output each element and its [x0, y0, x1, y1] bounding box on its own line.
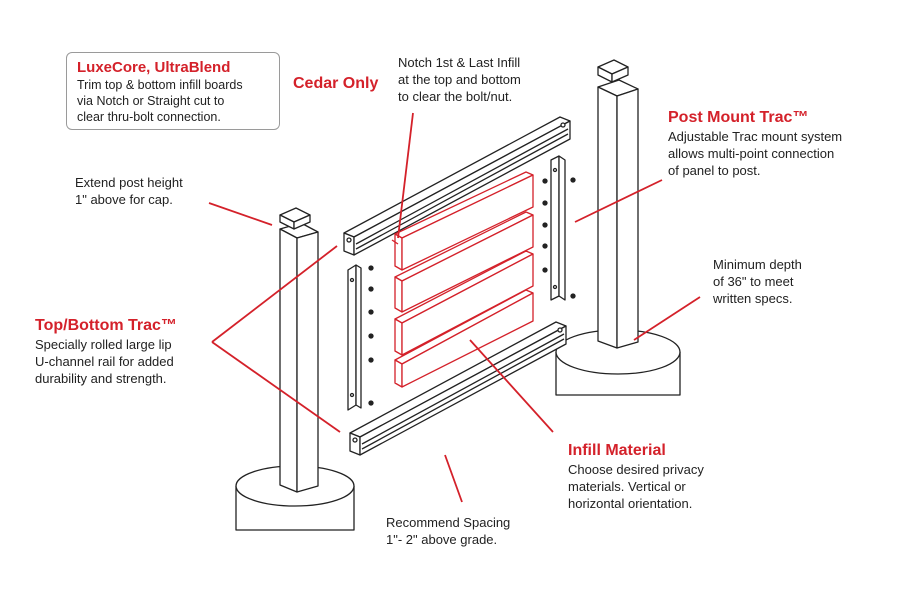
left-bolts [368, 265, 374, 406]
top-bottom-trac-title: Top/Bottom Trac™ [35, 317, 177, 334]
spacing-text: Recommend Spacing 1"- 2" above grade. [386, 515, 511, 547]
infill-board-2 [394, 211, 534, 313]
leader-bottom-trac [211, 341, 341, 433]
cedar-only-label: Cedar Only [293, 75, 379, 92]
right-bolts [542, 177, 576, 299]
notch-text: Notch 1st & Last Infill at the top and b… [398, 55, 521, 104]
infill-material-title: Infill Material [568, 442, 666, 459]
extend-post-text: Extend post height 1" above for cap. [75, 175, 183, 207]
right-post-trac [550, 155, 566, 301]
callout-title: LuxeCore, UltraBlend [77, 59, 231, 76]
post-mount-callout: Post Mount Trac™ Adjustable Trac mount s… [668, 109, 843, 178]
infill-board-4 [394, 289, 534, 388]
leader-lines [208, 112, 701, 503]
infill-board-3 [394, 250, 534, 356]
left-post-trac [347, 264, 362, 411]
leader-min-depth [633, 296, 701, 341]
top-trac-rail [343, 116, 571, 256]
callout-text: Trim top & bottom infill boards via Notc… [77, 78, 243, 124]
infill-board-1 [391, 171, 534, 271]
leader-spacing [444, 454, 463, 503]
post-mount-title: Post Mount Trac™ [668, 109, 809, 126]
leader-infill [469, 339, 554, 433]
leader-post-mount [574, 179, 663, 223]
right-post [597, 79, 639, 349]
leader-top-trac [211, 245, 338, 343]
left-post [279, 222, 319, 493]
right-footing [555, 329, 681, 396]
right-post-cap [597, 59, 629, 83]
infill-boards [391, 171, 534, 388]
bottom-trac-rail [349, 321, 567, 456]
leader-extend [208, 202, 273, 226]
left-post-cap [279, 207, 311, 230]
infill-material-callout: Infill Material Choose desired privacy m… [568, 442, 704, 511]
leader-notch [397, 112, 414, 239]
min-depth-text: Minimum depth of 36" to meet written spe… [713, 257, 802, 306]
top-bottom-trac-callout: Top/Bottom Trac™ Specially rolled large … [35, 317, 177, 386]
luxecore-callout-box: LuxeCore, UltraBlend Trim top & bottom i… [66, 52, 280, 130]
